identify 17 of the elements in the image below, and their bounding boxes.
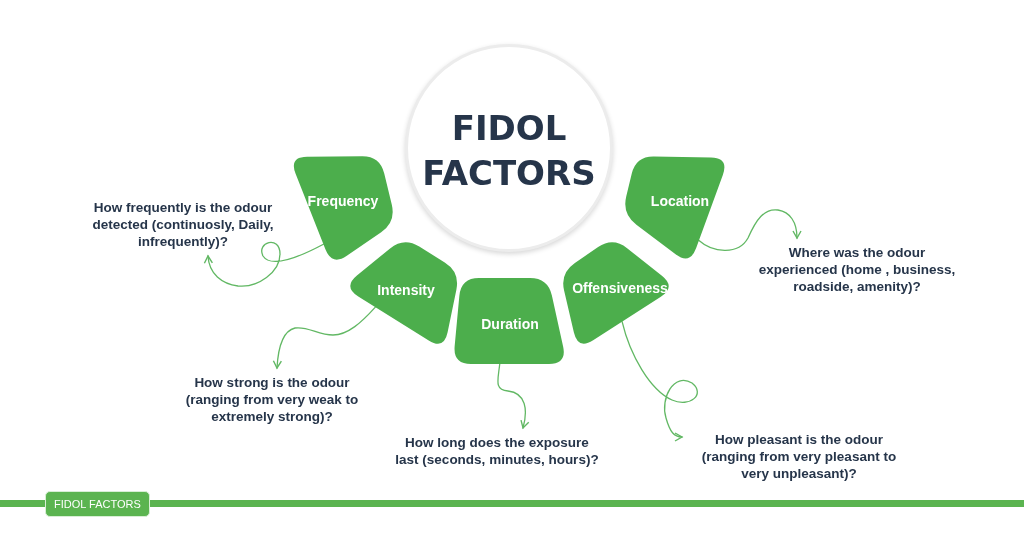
factor-label: Intensity	[377, 281, 435, 299]
curly-arrow	[698, 209, 802, 251]
question-text: Where was the odour experienced (home , business, roadside, amenity)?	[757, 244, 957, 295]
curly-arrow	[497, 363, 530, 429]
title-text: FIDOL FACTORS	[421, 107, 597, 195]
curly-arrow	[621, 321, 698, 442]
question-text: How long does the exposure last (seconds, minutes, hours)?	[394, 434, 600, 468]
factor-label: Offensiveness	[572, 279, 668, 297]
question-text: How frequently is the odour detected (continuosly, Daily, infrequently)?	[91, 199, 275, 250]
question-text: How strong is the odour (ranging from very weak to extremely strong)?	[184, 374, 360, 425]
curly-arrow	[204, 241, 325, 287]
factor-label: Duration	[481, 315, 539, 333]
factor-label: Frequency	[307, 192, 379, 210]
section-tag: FIDOL FACTORS	[45, 491, 150, 517]
curly-arrow	[272, 306, 376, 369]
factor-label: Location	[650, 192, 710, 210]
question-text: How pleasant is the odour (ranging from very pleasant to very unpleasant)?	[700, 431, 898, 482]
